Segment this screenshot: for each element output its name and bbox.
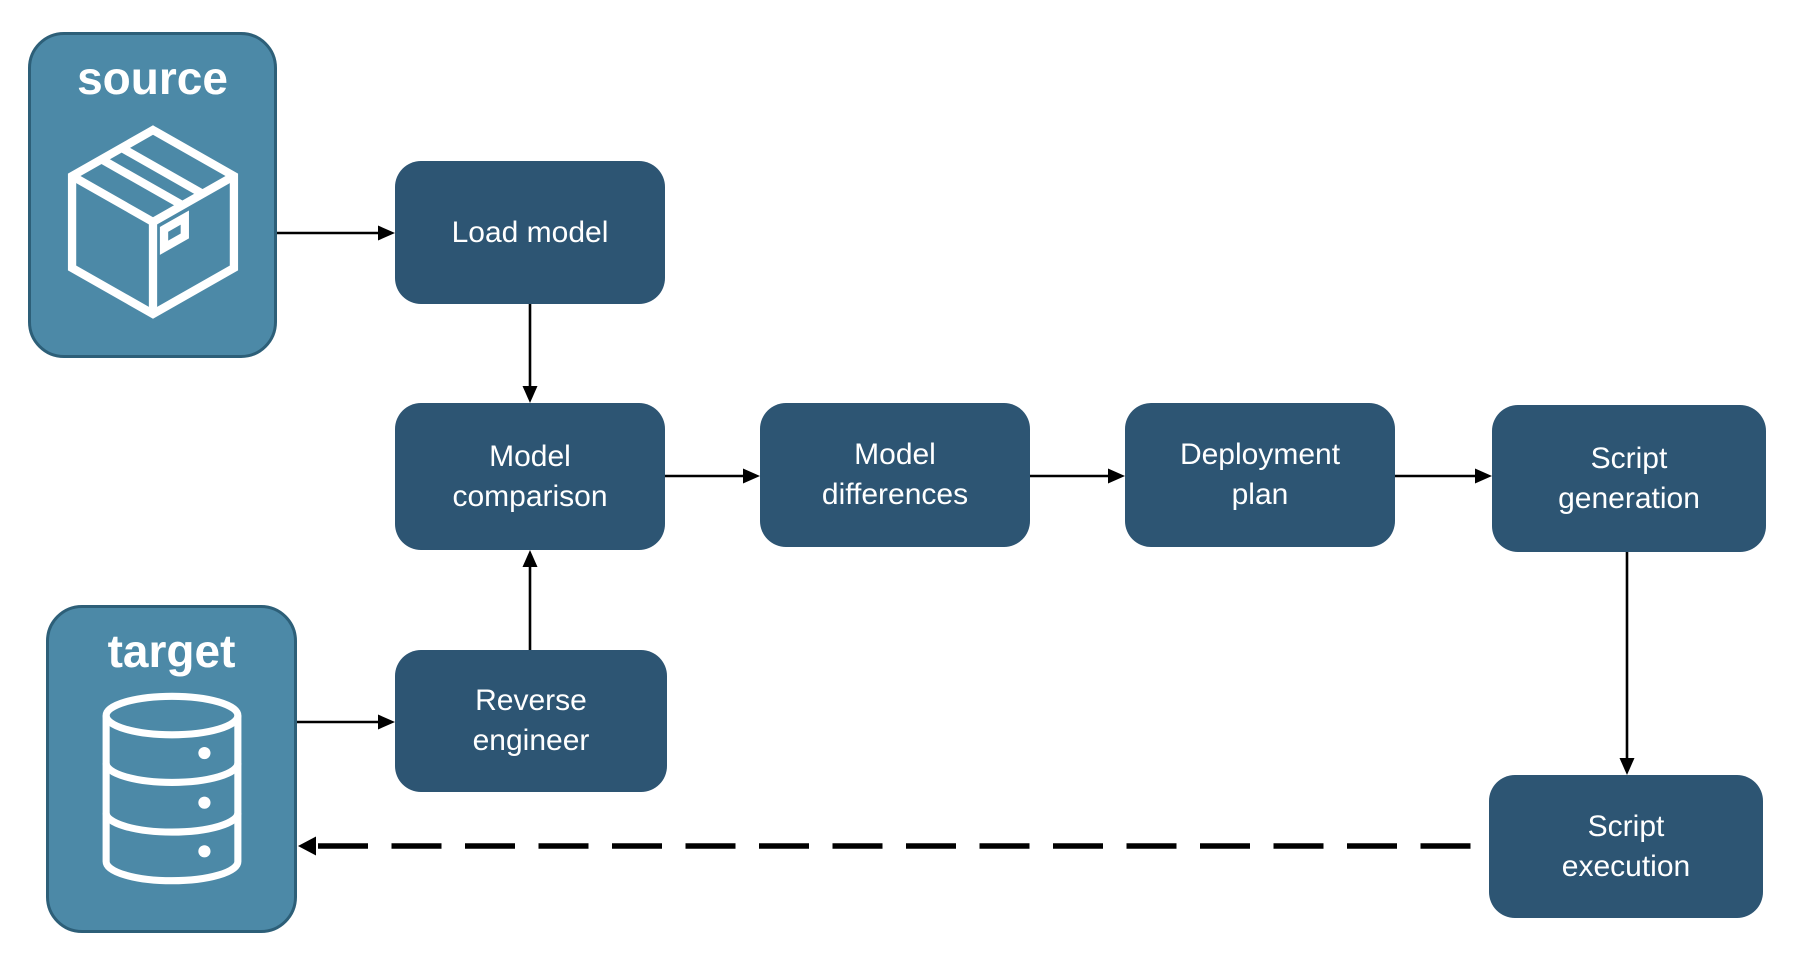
package-icon (67, 125, 238, 319)
node-model-differences: Model differences (760, 403, 1030, 547)
edge-target-to-reverse-engineer (297, 714, 395, 730)
edge-source-to-load-model (277, 225, 395, 241)
edge-deployment-plan-to-script-generation (1395, 468, 1492, 484)
edge-script-execution-to-target (298, 836, 1489, 856)
node-deployment-plan-label: Deployment plan (1179, 438, 1341, 511)
node-load-model-label: Load model (451, 215, 609, 249)
node-model-comparison-label: Model comparison (452, 439, 608, 513)
node-script-generation: Script generation (1492, 405, 1766, 552)
edge-script-generation-to-script-execution (1619, 552, 1635, 775)
node-model-differences-label: Model differences (821, 438, 969, 511)
node-reverse-engineer-label: Reverse engineer (472, 684, 590, 757)
node-load-model: Load model (395, 161, 665, 304)
node-model-comparison: Model comparison (395, 403, 665, 550)
container-source: source (28, 32, 277, 358)
edge-model-comparison-to-model-differences (665, 468, 760, 484)
database-icon (102, 692, 241, 885)
node-script-execution-label: Script execution (1561, 809, 1691, 883)
container-target: target (46, 605, 297, 933)
source-label: source (77, 52, 228, 104)
target-label: target (107, 625, 236, 677)
node-script-generation-label: Script generation (1558, 441, 1700, 515)
edge-reverse-engineer-to-model-comparison (522, 550, 538, 650)
node-deployment-plan: Deployment plan (1125, 403, 1395, 547)
node-script-execution: Script execution (1489, 775, 1763, 918)
edge-model-differences-to-deployment-plan (1030, 468, 1125, 484)
node-reverse-engineer: Reverse engineer (395, 650, 667, 792)
edge-load-model-to-model-comparison (522, 304, 538, 403)
